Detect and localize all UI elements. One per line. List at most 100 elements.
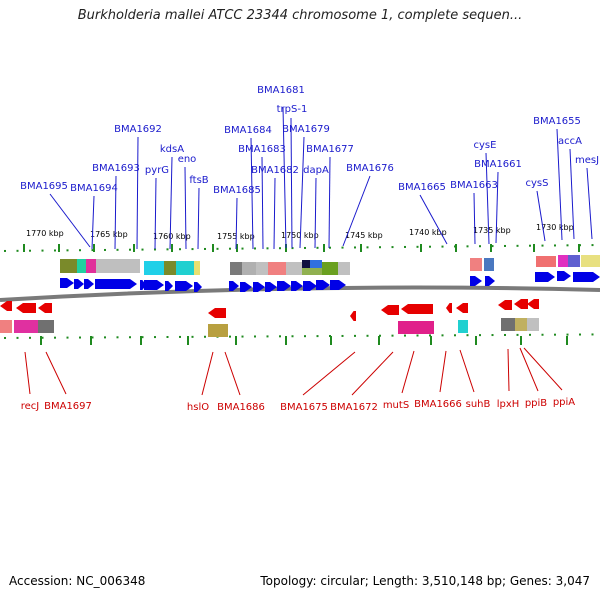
lower-scale-dot bbox=[166, 336, 169, 339]
lower-major-tick bbox=[430, 336, 432, 345]
leader-bma1692 bbox=[136, 136, 139, 250]
gene-label-muts: mutS bbox=[383, 400, 409, 411]
lower-major-tick bbox=[90, 336, 92, 345]
gene-label-bma1675: BMA1675 bbox=[280, 402, 328, 413]
leader-bma1695 bbox=[49, 193, 91, 248]
chromosome-backbone-line bbox=[0, 285, 600, 302]
upper-major-tick bbox=[23, 244, 25, 252]
leader-eno bbox=[184, 166, 187, 250]
leader-dapa bbox=[314, 177, 317, 249]
upper-scale-dot bbox=[16, 249, 19, 252]
footer-summary: Topology: circular; Length: 3,510,148 bp… bbox=[260, 574, 590, 588]
reverse-gene-arrow bbox=[527, 299, 539, 309]
forward-gene-arrow bbox=[95, 279, 137, 289]
upper-scale-dot bbox=[491, 245, 494, 248]
gene-label-trps-1: trpS-1 bbox=[277, 104, 308, 115]
upper-scale-dot bbox=[254, 247, 256, 250]
lower-scale-dot bbox=[566, 333, 569, 336]
gene-label-cyse: cysE bbox=[474, 140, 497, 151]
gene-arrows bbox=[0, 271, 600, 321]
upper-feature-block bbox=[581, 255, 600, 267]
lower-scale-dot bbox=[116, 336, 119, 339]
forward-gene-arrow bbox=[194, 282, 202, 292]
lower-scale-dot bbox=[529, 333, 531, 336]
upper-feature-block bbox=[230, 262, 242, 275]
gene-label-eno: eno bbox=[178, 154, 197, 165]
upper-major-tick bbox=[93, 244, 95, 252]
upper-feature-block bbox=[568, 255, 580, 267]
lower-scale-dot bbox=[66, 336, 69, 339]
forward-gene-arrow bbox=[316, 280, 330, 290]
leader-ppib bbox=[519, 347, 539, 392]
forward-gene-arrow bbox=[84, 279, 94, 289]
gene-label-cyss: cysS bbox=[526, 178, 549, 189]
lower-scale-dot bbox=[241, 335, 244, 338]
lower-scale-dot bbox=[179, 335, 181, 338]
leader-bma1697 bbox=[45, 351, 67, 395]
lower-scale-dot bbox=[554, 333, 556, 336]
leader-bma1676 bbox=[342, 175, 371, 247]
lower-scale-dot bbox=[379, 334, 381, 337]
reverse-gene-arrow bbox=[498, 300, 512, 310]
upper-major-tick bbox=[455, 244, 457, 252]
upper-scale-dot bbox=[91, 249, 94, 252]
leader-bma1682 bbox=[273, 177, 276, 250]
reverse-gene-arrow bbox=[381, 305, 399, 315]
lower-scale-dot bbox=[29, 336, 31, 339]
upper-major-tick bbox=[323, 244, 325, 252]
gene-label-mesj: mesJ bbox=[575, 155, 599, 166]
upper-major-tick bbox=[490, 244, 492, 252]
upper-feature-block bbox=[242, 262, 256, 275]
leader-trps-1 bbox=[290, 117, 293, 249]
reverse-gene-arrow bbox=[16, 303, 36, 313]
leader-bma1684 bbox=[250, 137, 254, 250]
lower-major-tick bbox=[566, 336, 568, 345]
gene-label-recj: recJ bbox=[21, 401, 40, 412]
upper-feature-block bbox=[322, 262, 338, 275]
upper-scale-dot bbox=[166, 248, 169, 251]
leader-cyss bbox=[536, 190, 546, 242]
lower-scale-dot bbox=[491, 334, 494, 337]
forward-gene-arrow bbox=[265, 282, 277, 292]
upper-scale-dot bbox=[54, 249, 56, 252]
lower-major-tick bbox=[520, 336, 522, 345]
upper-feature-block bbox=[60, 259, 77, 273]
leader-bma1675 bbox=[302, 351, 356, 396]
upper-feature-block bbox=[176, 261, 194, 275]
leader-ppia bbox=[523, 347, 563, 391]
reverse-gene-arrow bbox=[514, 299, 528, 309]
upper-scale-dot bbox=[516, 244, 519, 247]
forward-gene-arrow bbox=[303, 281, 317, 291]
lower-scale-dot bbox=[129, 336, 131, 339]
upper-feature-block bbox=[310, 260, 322, 268]
upper-feature-block bbox=[144, 261, 164, 275]
lower-scale-dot bbox=[104, 336, 106, 339]
leader-bma1677 bbox=[328, 156, 331, 249]
upper-scale-dot bbox=[441, 245, 444, 248]
upper-scale-dot bbox=[141, 248, 144, 251]
upper-feature-block bbox=[484, 258, 494, 271]
kbp-label-1730-kbp: 1730 kbp bbox=[536, 223, 574, 232]
forward-gene-arrow bbox=[165, 281, 173, 291]
lower-scale-dot bbox=[354, 334, 356, 337]
forward-gene-arrow bbox=[330, 280, 346, 290]
lower-feature-block bbox=[501, 318, 515, 331]
upper-scale-dot bbox=[216, 247, 219, 250]
leader-bma1666 bbox=[439, 350, 447, 393]
leader-bma1672 bbox=[351, 351, 394, 396]
upper-major-tick bbox=[420, 244, 422, 252]
gene-label-bma1684: BMA1684 bbox=[224, 125, 272, 136]
lower-major-tick bbox=[330, 336, 332, 345]
upper-scale-dot bbox=[129, 248, 131, 251]
lower-major-tick bbox=[235, 336, 237, 345]
upper-scale-dot bbox=[29, 249, 31, 252]
kbp-label-1765-kbp: 1765 kbp bbox=[90, 230, 128, 239]
leader-bma1655 bbox=[556, 128, 563, 241]
reverse-gene-arrow bbox=[208, 308, 226, 318]
lower-scale-dot bbox=[291, 335, 294, 338]
lower-scale-dot bbox=[91, 336, 94, 339]
leader-ftsb bbox=[197, 187, 200, 250]
gene-label-bma1686: BMA1686 bbox=[217, 402, 265, 413]
gene-label-bma1685: BMA1685 bbox=[213, 185, 261, 196]
